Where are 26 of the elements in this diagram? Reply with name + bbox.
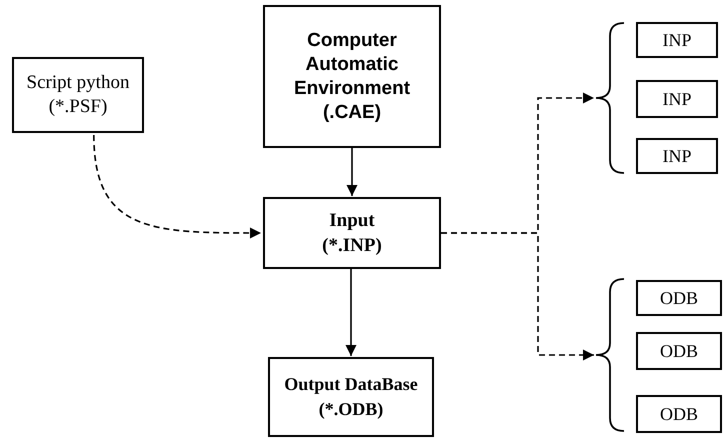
node-label: Computer Automatic Environment (.CAE) <box>292 28 412 124</box>
process-box <box>263 197 441 269</box>
node-label: Input (*.INP) <box>321 209 383 258</box>
curly-brace <box>594 22 626 174</box>
process-box <box>636 280 722 316</box>
node-label: ODB <box>660 286 698 310</box>
node-label: Script python (*.PSF) <box>26 71 130 119</box>
process-box <box>636 138 718 174</box>
node-label: Output DataBase (*.ODB) <box>283 373 419 421</box>
curly-brace <box>594 278 626 432</box>
process-box <box>636 22 718 58</box>
process-box <box>636 80 718 118</box>
process-box <box>263 5 441 148</box>
process-box <box>12 57 144 133</box>
node-label: INP <box>662 28 692 52</box>
arrow <box>346 148 358 196</box>
node-label: ODB <box>660 340 698 362</box>
process-box <box>268 357 434 437</box>
dashed-arrow <box>93 134 261 239</box>
node-label: INP <box>662 88 692 110</box>
dashed-arrow <box>441 232 594 361</box>
process-box <box>636 332 722 370</box>
node-label: ODB <box>660 402 698 426</box>
arrow <box>345 269 357 356</box>
process-box <box>636 395 722 433</box>
node-label: INP <box>662 144 692 168</box>
